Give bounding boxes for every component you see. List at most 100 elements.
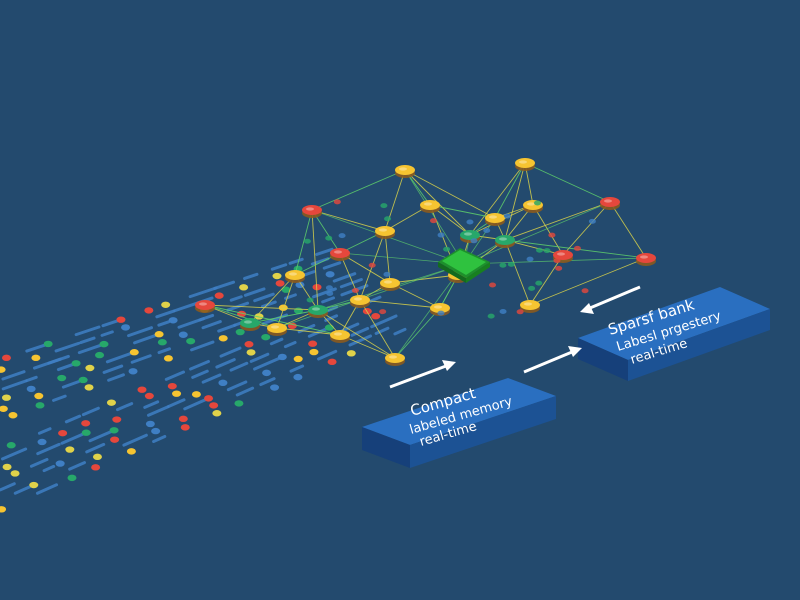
node-top [636,253,656,263]
node-highlight [434,305,442,309]
stream-dot [239,284,249,291]
network-edges [204,162,647,359]
network-node [520,300,540,313]
stream-dash [229,361,249,372]
node-highlight [354,297,362,301]
stream-dot [168,317,178,324]
stream-dash [288,257,304,265]
stream-dash [1,379,28,391]
node-top [195,300,215,310]
node-top [302,205,322,215]
stream-dash [122,433,148,447]
stream-dot [275,280,285,287]
stream-dot [1,354,11,362]
network-node [420,200,440,213]
stream-dot [293,355,303,363]
stream-dot [309,348,319,356]
stream-dash [79,336,96,345]
sparse-bank-box: Sparsf bank Labesl prgestery real-time [578,287,770,381]
stream-dash [0,482,16,492]
stream-dash [25,375,38,383]
stream-dash [189,359,210,371]
stream-dot [235,328,245,336]
node-top [430,303,450,313]
stream-dot [128,368,138,375]
network-particle [555,265,563,271]
node-top [395,165,415,175]
stream-dash [259,377,276,387]
stream-dot [57,374,67,382]
stream-dash [42,464,56,473]
network-edge [404,169,465,265]
stream-dot [293,373,303,381]
node-top [350,295,370,305]
stream-dot [212,410,222,417]
network-edge [276,327,341,336]
network-edge [276,274,296,329]
stream-dot [209,402,219,409]
network-particle [303,238,311,244]
stream-dash [191,369,209,379]
arrow-left-icon [580,285,641,314]
network-node [495,235,515,248]
network-edge [311,209,386,232]
stream-dash [102,364,124,374]
network-node [375,226,395,239]
stream-dash [269,337,284,346]
network-edge [429,204,496,219]
network-edge [311,209,319,311]
network-particle [503,213,511,219]
node-top [330,248,350,258]
stream-dash [253,356,281,371]
network-node [195,300,215,313]
stream-dot [109,427,119,434]
stream-dash [54,341,81,353]
stream-dot [0,405,8,412]
stream-dash [68,461,86,471]
stream-dot [121,324,131,331]
stream-dot [324,324,334,331]
node-top [330,330,350,340]
network-particle [333,199,341,205]
node-top [385,353,405,363]
stream-dash [235,386,255,397]
stream-dot [161,301,171,308]
stream-dash [332,272,357,283]
stream-dash [243,287,266,297]
stream-dot [178,331,188,338]
stream-dot [218,379,228,387]
stream-dot [270,384,280,391]
stream-dot [31,354,41,362]
node-highlight [604,199,612,203]
network-particle [437,310,445,316]
network-edge [389,274,459,284]
network-edge [249,274,296,324]
compact-memory-box: Compact labeled memory real-time [362,378,556,468]
network-edge [317,309,396,359]
stream-dash [143,400,160,409]
stream-dash [13,485,32,495]
network-edge [276,263,465,329]
stream-dot [71,360,81,367]
stream-dot [325,271,335,278]
stream-dot [78,376,88,384]
node-highlight [306,207,314,211]
node-top [495,235,515,245]
network-edge [529,257,647,306]
stream-dot [43,340,53,348]
node-highlight [289,272,297,276]
node-highlight [499,237,507,241]
network-node [267,323,287,336]
stream-dash [253,292,275,303]
stream-dot [8,412,18,419]
node-top [267,323,287,333]
stream-dash [25,343,47,353]
network-node [380,278,400,291]
stream-dash [198,313,215,322]
stream-dot [110,436,120,443]
stream-dash [85,442,106,454]
stream-dot [178,415,188,423]
network-particle [470,238,478,244]
stream-dash [350,326,370,337]
stream-dash [81,406,100,417]
